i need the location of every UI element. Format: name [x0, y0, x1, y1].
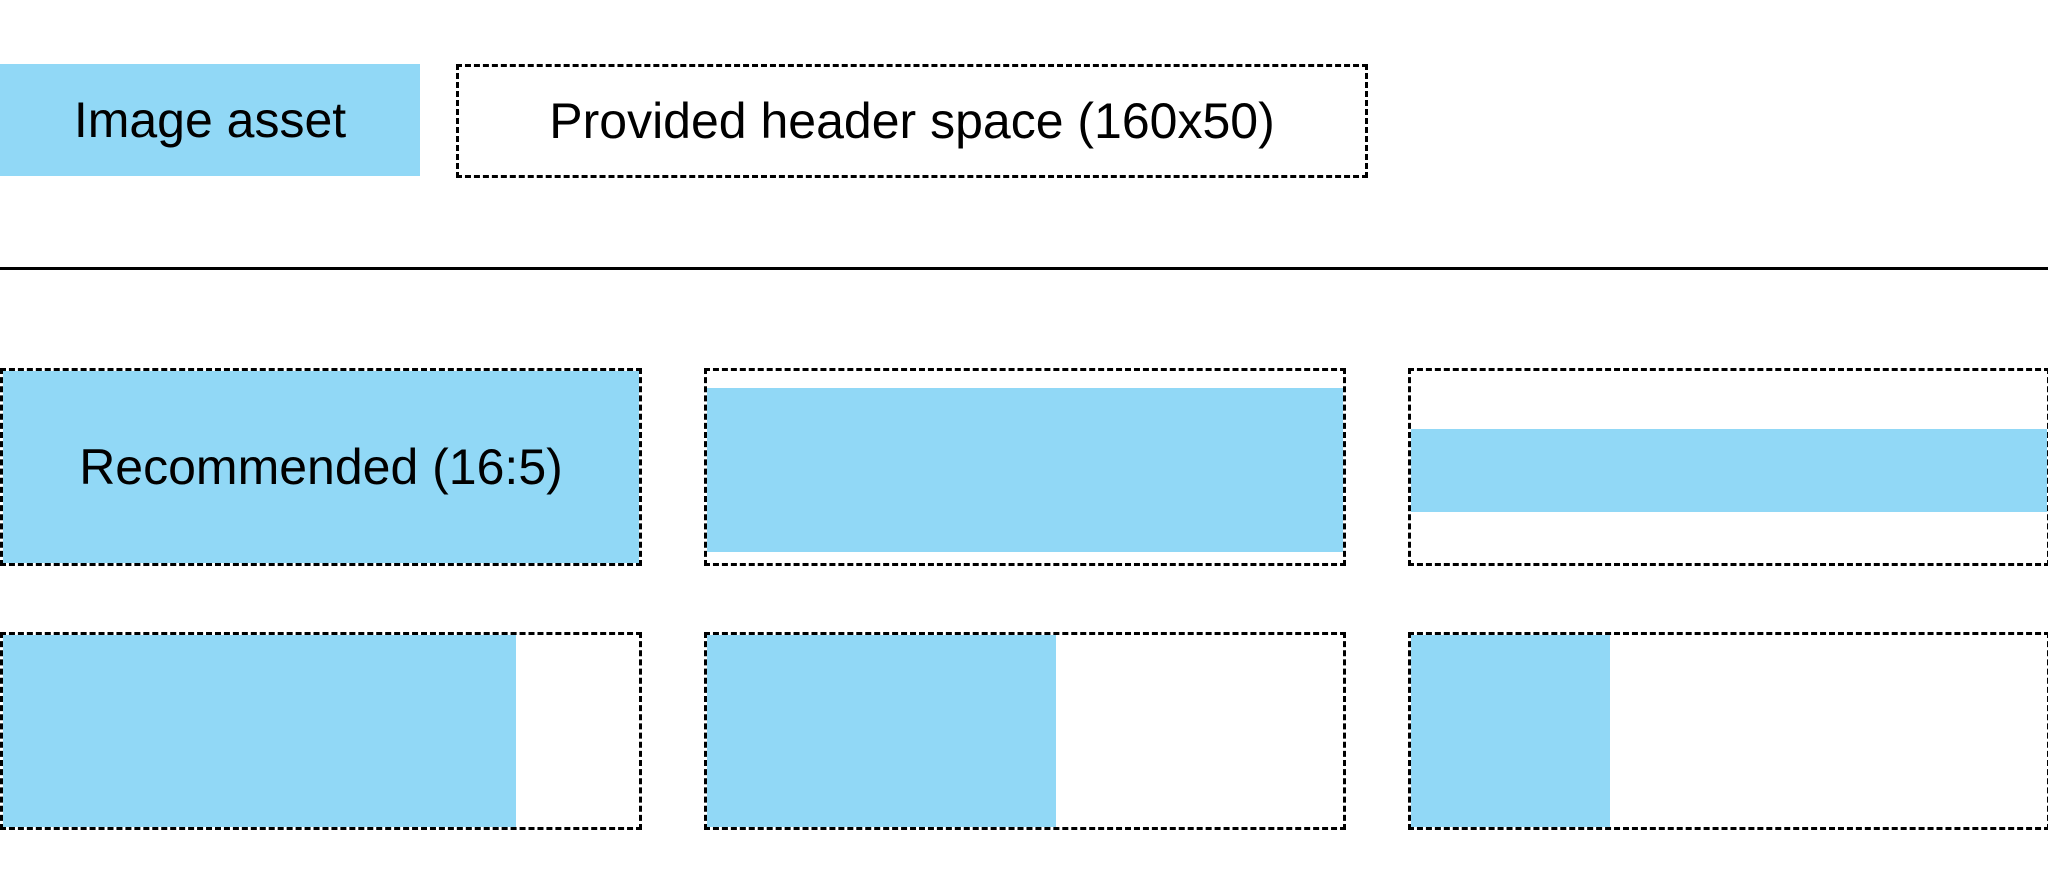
legend-header-space: Provided header space (160x50) — [456, 64, 1368, 178]
example-recommended: Recommended (16:5) — [0, 368, 642, 566]
asset-fill-recommended — [3, 371, 639, 563]
asset-fill-tall-2 — [707, 635, 1056, 827]
legend-image-asset: Image asset — [0, 64, 420, 176]
example-tall-3 — [1408, 632, 2048, 830]
asset-fill-extra-wide — [1411, 429, 2047, 512]
legend-image-asset-label: Image asset — [73, 92, 347, 148]
section-divider — [0, 267, 2048, 270]
asset-fill-tall-1 — [3, 635, 516, 827]
legend-header-space-label: Provided header space (160x50) — [549, 93, 1275, 149]
example-tall-1 — [0, 632, 642, 830]
asset-fill-wide — [707, 388, 1343, 552]
recommended-label: Recommended (16:5) — [79, 439, 563, 495]
example-extra-wide — [1408, 368, 2048, 566]
asset-fill-tall-3 — [1411, 635, 1610, 827]
example-wide — [704, 368, 1346, 566]
example-tall-2 — [704, 632, 1346, 830]
